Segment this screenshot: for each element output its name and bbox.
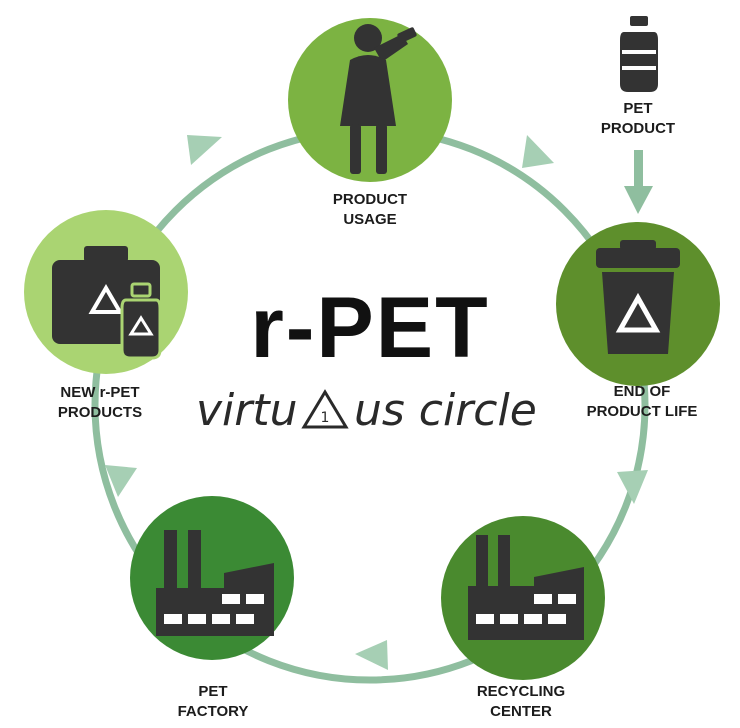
label-new-products: NEW r-PET PRODUCTS (58, 383, 142, 423)
label-pet-product: PET PRODUCT (601, 99, 675, 139)
label-line: PET (198, 683, 228, 700)
factory-icon (468, 535, 584, 640)
cycle-arrow (187, 135, 222, 165)
diagram-title: r-PET (250, 280, 490, 376)
label-line: USAGE (343, 211, 397, 228)
pet-bottle-icon (620, 16, 658, 92)
label-line: PET (623, 100, 653, 117)
recycle-icon (615, 292, 661, 333)
feed-arrow-head (624, 186, 653, 214)
label-line: PRODUCT LIFE (586, 403, 698, 420)
label-line: PRODUCT (332, 191, 408, 208)
label-line: PRODUCT (600, 120, 676, 137)
cycle-arrow (617, 470, 648, 504)
label-line: CENTER (490, 703, 552, 720)
label-end-of-life: END OF PRODUCT LIFE (587, 382, 698, 422)
label-line: PRODUCTS (57, 404, 143, 421)
cycle-arrow (522, 135, 554, 168)
label-line: NEW r-PET (60, 384, 140, 401)
feed-arrow-shaft (634, 150, 643, 190)
recycle-icon (128, 315, 154, 336)
label-line: END OF (613, 383, 671, 400)
bottle-icon (120, 282, 162, 360)
recycle-o-icon: 1 (301, 389, 349, 429)
label-line: RECYCLING (476, 683, 566, 700)
subtitle-part-1: virtu (196, 385, 298, 436)
cycle-arrow (105, 465, 137, 497)
cycle-arrow (355, 640, 388, 670)
recycle-icon (88, 284, 124, 314)
factory-icon (156, 530, 274, 636)
label-recycling-center: RECYCLING CENTER (477, 682, 565, 722)
recycle-o-number: 1 (321, 410, 330, 426)
label-pet-factory: PET FACTORY (178, 682, 249, 722)
subtitle-part-2: us circle (354, 385, 537, 436)
diagram-subtitle: virtu us circle (196, 381, 546, 441)
label-product-usage: PRODUCT USAGE (333, 190, 407, 230)
trash-bin-icon (596, 240, 680, 354)
person-drinking-icon (340, 24, 417, 174)
label-line: FACTORY (177, 703, 249, 720)
